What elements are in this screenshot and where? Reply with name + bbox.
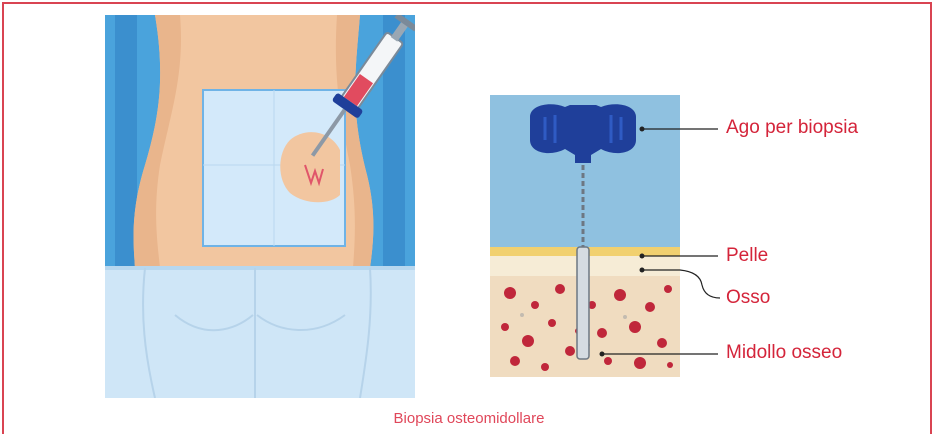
needle-label: Ago per biopsia [726,117,858,139]
bone-label: Osso [726,287,770,309]
figure-caption: Biopsia osteomidollare [0,410,938,427]
skin-label: Pelle [726,245,768,267]
marrow-label: Midollo osseo [726,342,842,364]
